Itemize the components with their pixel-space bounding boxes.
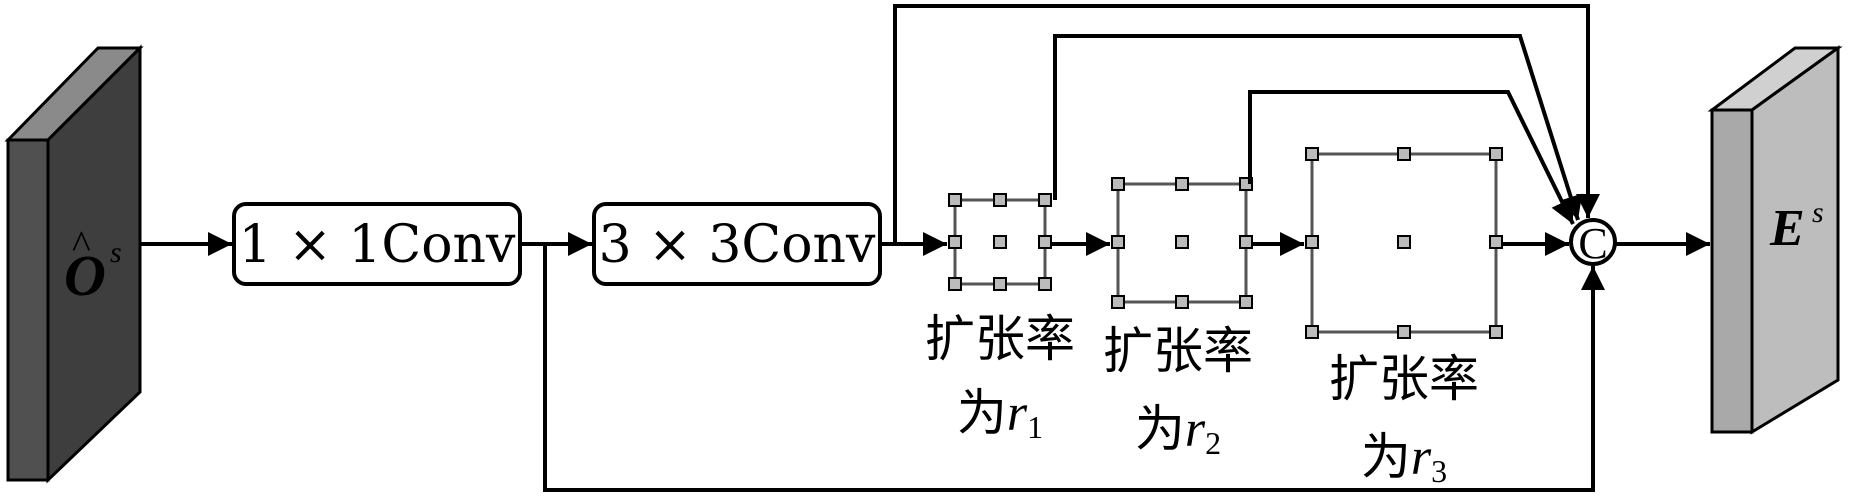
caption-1-line1: 扩张率 xyxy=(925,310,1075,368)
skip-grid1-to-concat xyxy=(1053,34,1583,221)
concat-node: C xyxy=(1569,218,1617,268)
caption-2-line1: 扩张率 xyxy=(1103,322,1253,380)
dilation-grid-3 xyxy=(1305,147,1503,339)
skip-conv1-to-concat xyxy=(543,244,1605,492)
conv3x3-label: 3 × 3Conv xyxy=(599,215,876,275)
caption-3-line2: 为r3 xyxy=(1361,428,1447,489)
caption-2: 扩张率 为r2 xyxy=(1103,322,1253,461)
caption-3: 扩张率 为r3 xyxy=(1329,350,1479,489)
dilation-grid-1 xyxy=(948,193,1052,291)
input-superscript: s xyxy=(110,236,122,269)
conv1x1-label: 1 × 1Conv xyxy=(239,215,516,275)
skip-conv3-to-concat xyxy=(893,4,1600,244)
output-symbol: E xyxy=(1769,200,1805,257)
input-feature-map: O ^ s xyxy=(4,44,144,484)
concat-symbol: C xyxy=(1578,219,1607,268)
caption-2-line2: 为r2 xyxy=(1135,400,1221,461)
skip-connections xyxy=(543,4,1605,492)
caption-1-line2: 为r1 xyxy=(957,384,1043,445)
dilation-grid-2 xyxy=(1111,177,1253,309)
output-feature-map: E s xyxy=(1707,45,1843,435)
output-superscript: s xyxy=(1812,196,1824,229)
caption-3-line1: 扩张率 xyxy=(1329,350,1479,408)
input-symbol: O xyxy=(64,243,106,308)
caption-1: 扩张率 为r1 xyxy=(925,310,1075,445)
input-accent: ^ xyxy=(72,222,91,267)
conv3x3-block: 3 × 3Conv xyxy=(592,202,882,286)
conv1x1-block: 1 × 1Conv xyxy=(232,202,522,286)
skip-grid2-to-concat xyxy=(1248,90,1575,225)
